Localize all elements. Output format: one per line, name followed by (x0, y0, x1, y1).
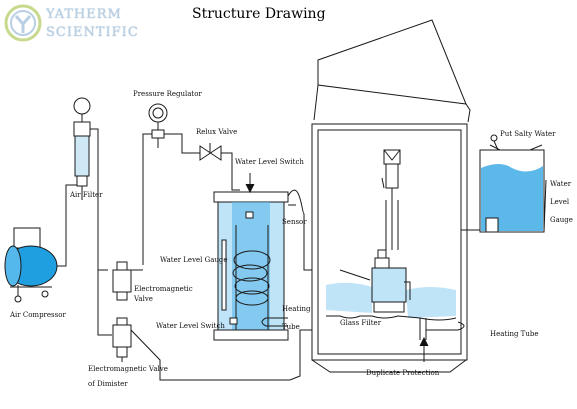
air-filter (73, 97, 91, 200)
salty-water-tank (479, 134, 545, 233)
logo-emblem-icon (4, 4, 42, 42)
label-glass-filter: Glass Filter (340, 319, 382, 327)
label-relux-valve: Relux Valve (196, 128, 237, 136)
label-sensor: Sensor (282, 218, 307, 226)
electromagnetic-valve-demister (112, 317, 132, 362)
label-water-level-switch-bottom: Water Level Switch (156, 322, 225, 330)
label-water-gauge-line2: Level (550, 198, 570, 206)
label-heating-tube: Heating Tube (490, 330, 539, 338)
brand-logo: YATHERM SCIENTIFIC (4, 4, 154, 44)
label-water-level-switch-top: Water Level Switch (235, 158, 304, 166)
label-electromagnetic-valve-demister-line1: Electromagnetic Valve (88, 365, 168, 373)
logo-text-line1: YATHERM (46, 7, 122, 22)
saturation-tank (213, 191, 289, 341)
label-water-gauge-line3: Gauge (550, 216, 573, 224)
label-pressure-regulator: Pressure Regulator (133, 90, 202, 98)
label-put-salty-water: Put Salty Water (500, 130, 556, 138)
air-compressor (4, 227, 58, 303)
label-heating-line2: Tube (282, 323, 300, 331)
label-air-compressor: Air Compressor (9, 311, 66, 319)
page-title: Structure Drawing (192, 6, 326, 22)
electromagnetic-valve (112, 261, 132, 301)
label-water-gauge-line1: Water (550, 180, 572, 188)
label-electromagnetic-valve-line1: Electromagnetic (134, 285, 193, 293)
label-duplicate-protection: Duplicate Protection (366, 369, 440, 377)
logo-text-line2: SCIENTIFIC (46, 25, 139, 40)
label-electromagnetic-valve-demister-line2: of Dimister (88, 380, 128, 388)
test-chamber (311, 19, 471, 373)
pressure-regulator (148, 103, 168, 148)
label-air-filter: Air Filter (69, 191, 103, 199)
label-electromagnetic-valve-line2: Valve (133, 295, 153, 303)
label-water-level-gauge: Water Level Gauge (160, 256, 228, 264)
label-heating-line1: Heating (282, 305, 311, 313)
relux-valve (199, 143, 222, 161)
